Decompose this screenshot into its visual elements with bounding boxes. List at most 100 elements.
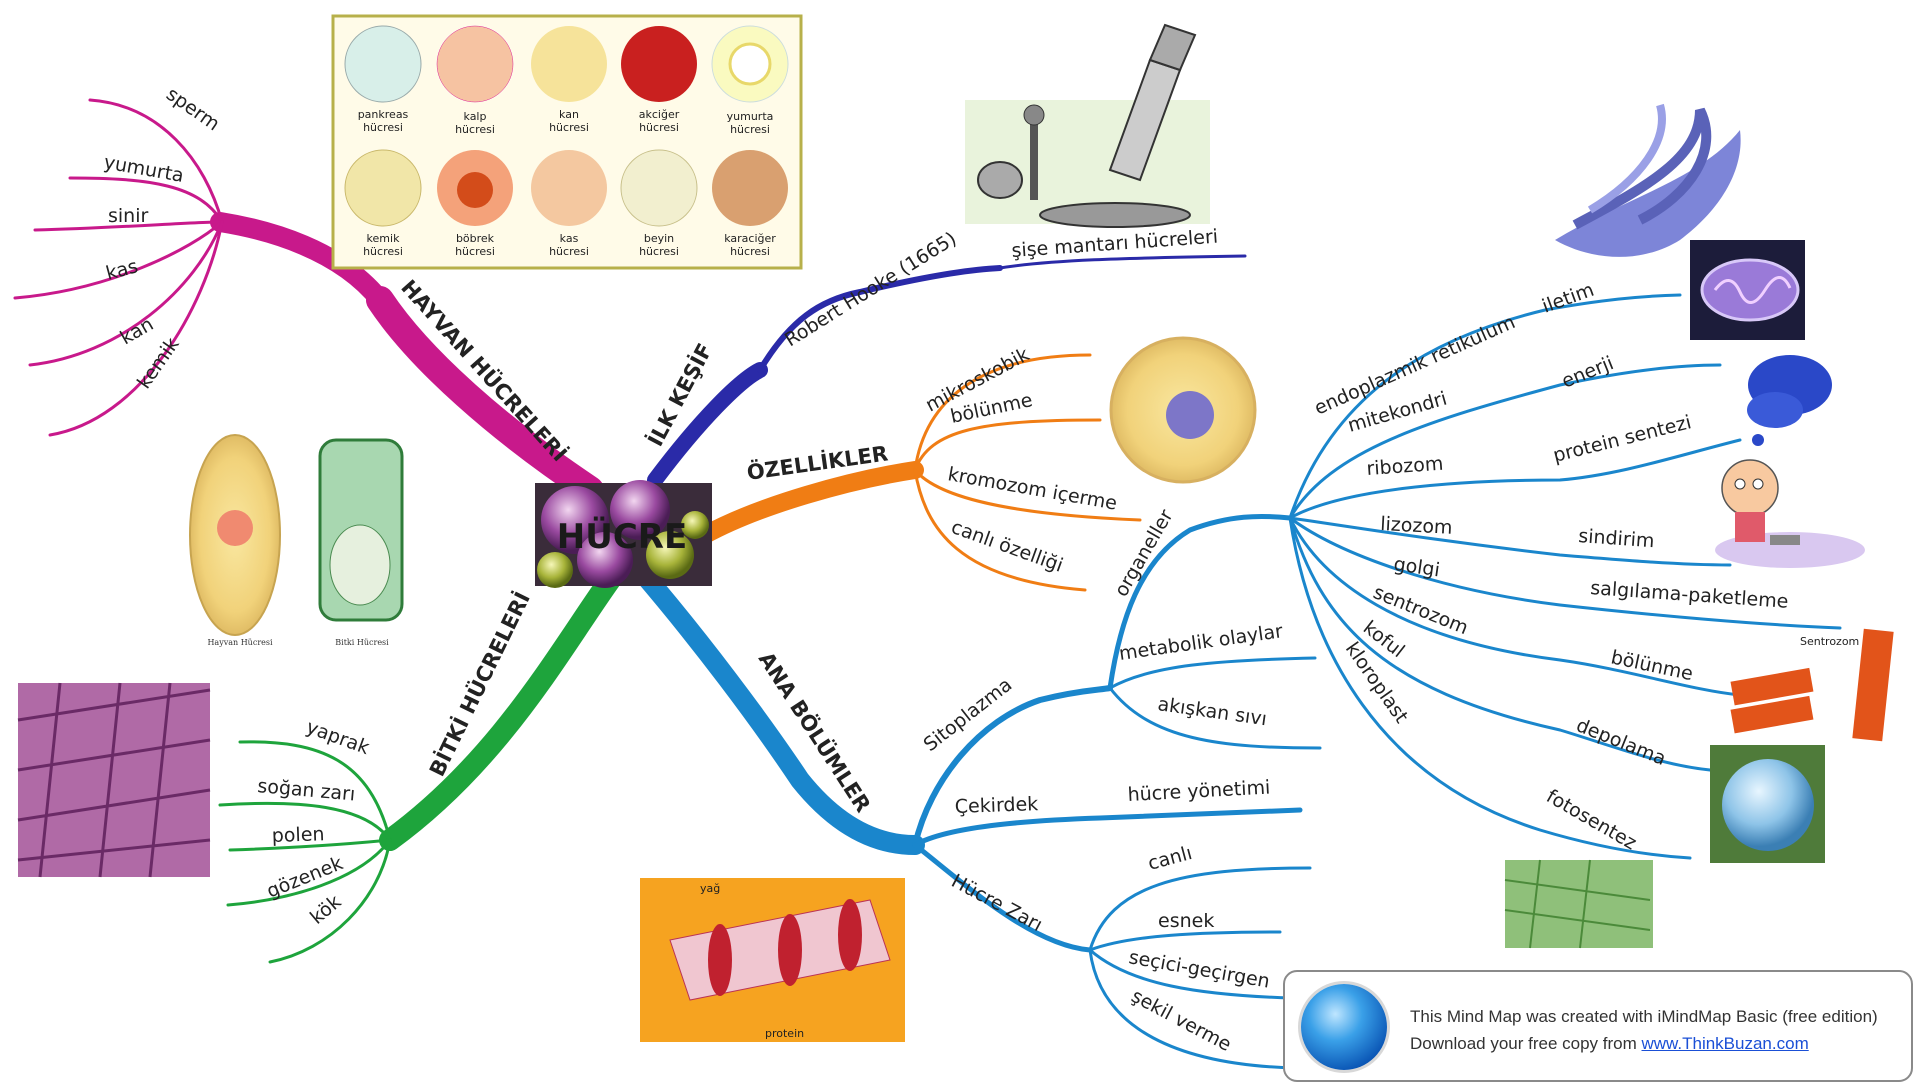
cell-label-6a: kemik — [367, 232, 401, 245]
center-node[interactable]: HÜCRE — [535, 480, 712, 588]
branch-ozellikler — [696, 353, 1142, 592]
cell-label-4b: hücresi — [639, 121, 679, 134]
line-kromozom — [913, 468, 1142, 522]
line-kemik — [48, 220, 224, 437]
cell-label-10b: hücresi — [730, 245, 770, 258]
credit-line-1: This Mind Map was created with iMindMap … — [1410, 1007, 1878, 1026]
cell-label-3a: kan — [559, 108, 579, 121]
ribosome-image — [1747, 355, 1832, 446]
centrosome-caption: Sentrozom — [1800, 635, 1859, 648]
er-image — [1555, 103, 1741, 257]
item-kas: kas — [104, 255, 141, 285]
cell-label-2a: kalp — [464, 110, 487, 123]
ilk-kesif-title: İLK KEŞİF — [642, 339, 717, 450]
branch-bitki — [218, 569, 621, 964]
line-sperm — [88, 98, 224, 224]
item-kan: kan — [117, 313, 158, 349]
cell-label-10a: karaciğer — [724, 232, 776, 245]
func-salgilama: salgılama-paketleme — [1590, 577, 1789, 613]
line-mikroskobik — [913, 353, 1092, 472]
line-secici — [1088, 948, 1292, 1000]
line-sinir — [33, 220, 224, 232]
ozellikler-items: mikroskobik bölünme kromozom içerme canl… — [922, 343, 1119, 576]
cell-label-8b: hücresi — [549, 245, 589, 258]
cell-label-5a: yumurta — [727, 110, 774, 123]
line-organeller — [1107, 513, 1293, 691]
robert-hooke: Robert Hooke (1665) — [781, 228, 960, 351]
item-canli-ozelligi: canlı özelliği — [948, 516, 1066, 577]
organelle-ribozom: ribozom — [1366, 453, 1444, 480]
cell-label-5b: hücresi — [730, 123, 770, 136]
item-sogan-zari: soğan zarı — [257, 775, 357, 805]
cell-types-panel: pankreas hücresi kalp hücresi kan hücres… — [331, 14, 803, 270]
func-sindirim: sindirim — [1578, 525, 1656, 552]
line-sitoplazma — [912, 685, 1113, 848]
cell-cross-section-image — [1109, 336, 1257, 484]
item-polen: polen — [271, 823, 324, 847]
credit-line-2-prefix: Download your free copy from — [1410, 1034, 1642, 1053]
line-canli — [1088, 866, 1312, 952]
cell-label-9b: hücresi — [639, 245, 679, 258]
cekirdek-label: Çekirdek — [954, 793, 1038, 818]
cell-type-row2: kemik hücresi böbrek hücresi kas hücresi… — [344, 149, 788, 258]
organelle-golgi: golgi — [1392, 553, 1441, 581]
line-kas — [13, 220, 224, 300]
cell-label-6b: hücresi — [363, 245, 403, 258]
animal-plant-cell-image: Hayvan Hücresi Bitki Hücresi — [189, 434, 404, 647]
func-enerji: enerji — [1559, 352, 1617, 393]
zar-secici: seçici-geçirgen — [1127, 946, 1271, 992]
vacuole-image — [1710, 745, 1825, 863]
line-sekil — [1088, 948, 1297, 1070]
item-kok: kök — [306, 891, 345, 929]
branch-ilk-kesif — [647, 254, 1247, 488]
cell-label-1b: hücresi — [363, 121, 403, 134]
line-esnek — [1088, 930, 1282, 952]
hucre-zari-label: Hücre Zarı — [948, 870, 1046, 936]
zar-canli: canlı — [1146, 842, 1195, 875]
cell-label-7a: böbrek — [456, 232, 495, 245]
akiskan-label: akışkan sıvı — [1156, 693, 1268, 730]
line-bolunme — [913, 418, 1102, 472]
item-kemik: kemik — [133, 334, 184, 393]
organelle-lizozom: lizozom — [1380, 513, 1453, 539]
zar-esnek: esnek — [1158, 910, 1214, 932]
item-sperm: sperm — [162, 83, 223, 135]
imindmap-logo-icon — [1301, 984, 1387, 1070]
credit-line-2: Download your free copy from www.ThinkBu… — [1410, 1034, 1809, 1054]
line-canli-ozelligi — [913, 468, 1087, 592]
branch-hayvan — [13, 98, 604, 504]
plant-tissue-image — [17, 682, 211, 878]
membrane-label-bottom: protein — [765, 1027, 804, 1040]
centrosome-image: Sentrozom — [1730, 628, 1894, 742]
line-hucre-zari — [912, 842, 1093, 953]
cell-label-3b: hücresi — [549, 121, 589, 134]
line-kan — [28, 220, 224, 367]
item-yaprak: yaprak — [303, 716, 372, 759]
line-yaprak — [238, 740, 392, 842]
cell-label-4a: akciğer — [639, 108, 680, 121]
line-kok — [268, 838, 392, 964]
thinkbuzan-link[interactable]: www.ThinkBuzan.com — [1641, 1034, 1809, 1053]
imindmap-credit: This Mind Map was created with iMindMap … — [1283, 970, 1913, 1082]
branch-ana — [630, 293, 1842, 1070]
mitochondria-image — [1690, 240, 1805, 340]
func-iletim: iletim — [1539, 279, 1597, 318]
line-sogan-zari — [218, 801, 392, 842]
cell-label-2b: hücresi — [455, 123, 495, 136]
membrane-image: yağ protein — [640, 878, 905, 1042]
line-akiskan — [1108, 686, 1322, 750]
hucre-yonetimi: hücre yönetimi — [1127, 777, 1271, 806]
line-yumurta — [68, 176, 224, 224]
cell-label-1a: pankreas — [358, 108, 409, 121]
cell-label-7b: hücresi — [455, 245, 495, 258]
cell-label-9a: beyin — [644, 232, 674, 245]
chloroplast-image — [1504, 859, 1653, 949]
cell-type-row1: pankreas hücresi kalp hücresi kan hücres… — [344, 25, 789, 136]
func-depolama: depolama — [1573, 714, 1669, 770]
membrane-label-top: yağ — [700, 882, 720, 895]
bitki-hucresi-caption: Bitki Hücresi — [335, 638, 389, 647]
line-gozenek — [226, 838, 392, 907]
zar-sekil: şekil verme — [1128, 985, 1235, 1056]
line-polen — [228, 838, 392, 852]
